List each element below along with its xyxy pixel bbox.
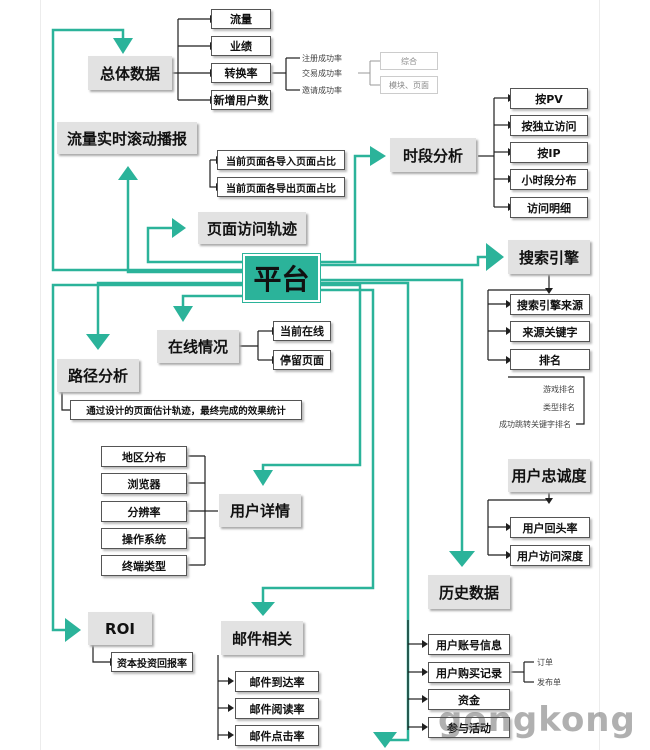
gray-box-module: 模块、页面	[380, 76, 438, 94]
node-page-visit-track: 页面访问轨迹	[198, 212, 306, 244]
gray-box-overall: 综合	[380, 52, 438, 70]
history-purchase-records: 用户购买记录	[428, 662, 510, 683]
period-by-ip: 按IP	[510, 142, 588, 163]
online-stay-page: 停留页面	[273, 350, 331, 370]
path-analysis-note: 通过设计的页面估计轨迹，最终完成的效果统计	[70, 400, 302, 420]
node-roi: ROI	[88, 612, 152, 645]
node-history-data: 历史数据	[428, 575, 510, 609]
period-hourly-distribution: 小时段分布	[510, 169, 588, 190]
watermark-text: gongkong	[438, 700, 636, 740]
history-activities: 参与活动	[428, 717, 510, 738]
overall-item-traffic: 流量	[211, 9, 271, 29]
user-operating-system: 操作系统	[101, 528, 187, 549]
conversion-invite-rate: 邀请成功率	[302, 86, 342, 95]
node-path-analysis: 路径分析	[57, 359, 139, 392]
overall-item-performance: 业绩	[211, 36, 271, 56]
overall-item-new-users: 新增用户数	[211, 90, 271, 110]
history-funds: 资金	[428, 689, 510, 710]
loyalty-visit-depth: 用户访问深度	[510, 545, 590, 566]
user-region-distribution: 地区分布	[101, 446, 187, 467]
period-by-pv: 按PV	[510, 88, 588, 109]
period-visit-details: 访问明细	[510, 197, 588, 218]
conversion-trade-rate: 交易成功率	[302, 69, 342, 78]
realtime-import-ratio: 当前页面各导入页面占比	[217, 150, 345, 170]
period-by-unique-visit: 按独立访问	[510, 115, 588, 136]
history-account-info: 用户账号信息	[428, 634, 510, 655]
node-user-details: 用户详情	[219, 494, 301, 527]
search-source-keywords: 来源关键字	[510, 321, 590, 342]
node-overall-data: 总体数据	[88, 56, 172, 90]
node-period-analysis: 时段分析	[390, 138, 476, 172]
node-user-loyalty: 用户忠诚度	[508, 459, 590, 492]
node-online-status: 在线情况	[157, 330, 239, 363]
search-ranking: 排名	[510, 349, 590, 370]
overall-item-conversion: 转换率	[211, 63, 271, 83]
purchase-orders: 订单	[537, 658, 553, 667]
node-mail-related: 邮件相关	[221, 621, 303, 655]
mail-read-rate: 邮件阅读率	[235, 698, 319, 719]
conversion-register-rate: 注册成功率	[302, 54, 342, 63]
loyalty-return-rate: 用户回头率	[510, 517, 590, 538]
node-search-engine: 搜索引擎	[508, 240, 590, 274]
roi-capital-return: 资本投资回报率	[111, 652, 193, 672]
user-device-type: 终端类型	[101, 555, 187, 576]
search-engine-source: 搜索引擎来源	[510, 294, 590, 315]
purchase-listings: 发布单	[537, 678, 561, 687]
mail-delivery-rate: 邮件到达率	[235, 671, 319, 692]
mail-click-rate: 邮件点击率	[235, 725, 319, 746]
node-realtime-traffic: 流量实时滚动播报	[57, 122, 197, 154]
user-resolution: 分辨率	[101, 501, 187, 522]
node-platform: 平台	[243, 254, 320, 302]
realtime-export-ratio: 当前页面各导出页面占比	[217, 177, 345, 197]
online-current: 当前在线	[273, 321, 331, 341]
user-browser: 浏览器	[101, 473, 187, 494]
rank-game: 游戏排名	[543, 385, 575, 394]
rank-jump-keywords: 成功跳转关键字排名	[499, 420, 571, 429]
rank-type: 类型排名	[543, 403, 575, 412]
